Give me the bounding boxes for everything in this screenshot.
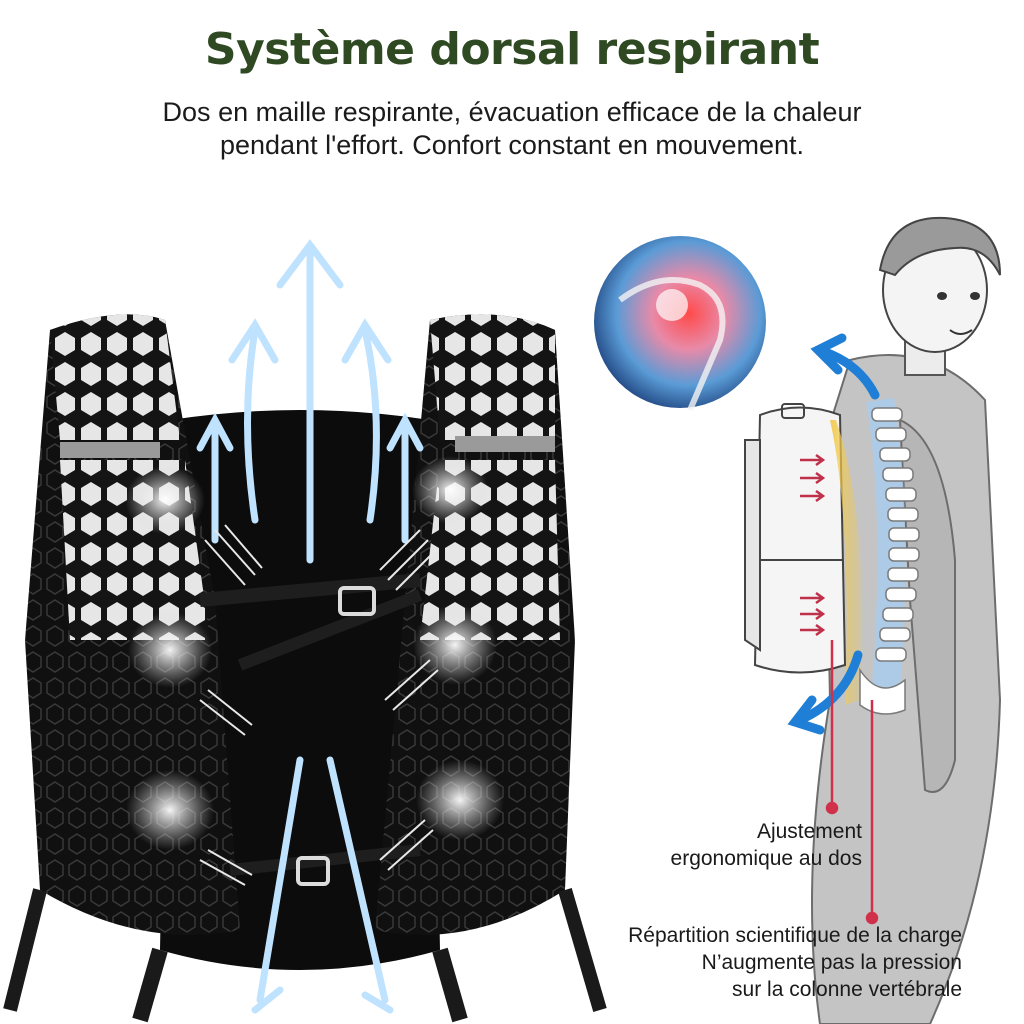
subtitle-line-2: pendant l'effort. Confort constant en mo… <box>219 130 804 160</box>
shoulder-joint-icon <box>594 236 766 412</box>
subtitle-line-1: Dos en maille respirante, évacuation eff… <box>162 97 862 127</box>
subtitle: Dos en maille respirante, évacuation eff… <box>112 96 912 162</box>
hydration-vest <box>3 314 607 1023</box>
heat-transfer-icon <box>800 453 826 637</box>
person-illustration <box>744 216 1002 1024</box>
page-title: Système dorsal respirant <box>204 24 820 75</box>
heat-lines <box>199 524 439 886</box>
callout-pointers <box>825 640 879 925</box>
load-caption-line-3: sur la colonne vertébrale <box>732 978 962 1001</box>
ergonomic-fit-caption: Ajustement ergonomique au dos <box>600 818 862 872</box>
fit-caption-line-2: ergonomique au dos <box>670 847 862 870</box>
fit-caption-line-1: Ajustement <box>756 820 862 843</box>
load-distribution-caption: Répartition scientifique de la charge N’… <box>560 922 962 1003</box>
curved-arrow-icon <box>787 333 880 735</box>
airflow-arrow-icon <box>196 239 424 1014</box>
heat-vapor-icon <box>125 456 504 850</box>
load-caption-line-1: Répartition scientifique de la charge <box>628 924 962 947</box>
load-caption-line-2: N’augmente pas la pression <box>701 951 962 974</box>
